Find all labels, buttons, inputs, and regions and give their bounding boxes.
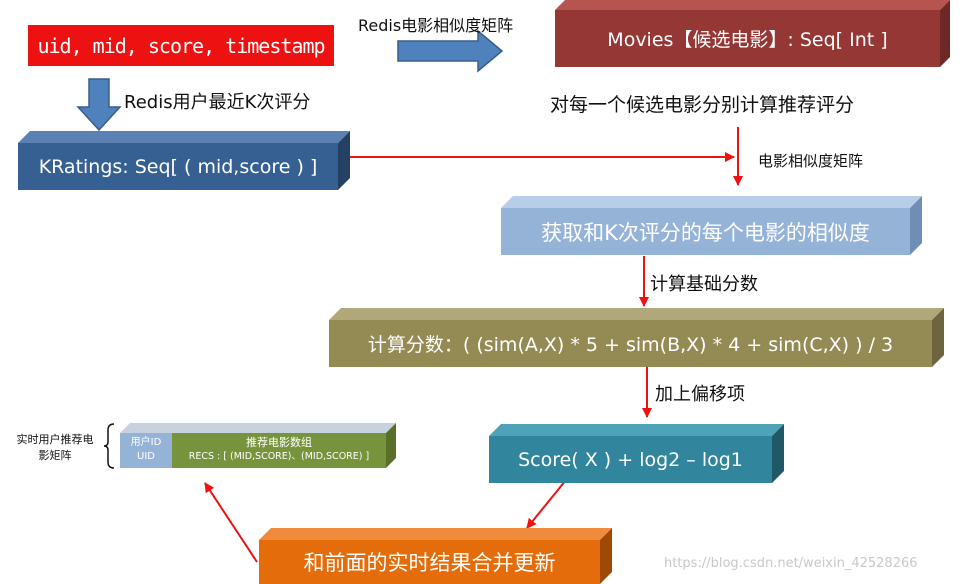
label-add-offset: 加上偏移项 bbox=[655, 384, 745, 405]
kratings-box: KRatings: Seq[ ( mid,score ) ] bbox=[18, 143, 338, 190]
uid-value: UID bbox=[137, 451, 155, 462]
arrow-merge-to-matrix bbox=[204, 482, 258, 563]
label-per-candidate: 对每一个候选电影分别计算推荐评分 bbox=[550, 94, 855, 116]
uid-header: 用户ID bbox=[130, 437, 162, 448]
matrix-side-label: 实时用户推荐电影矩阵 bbox=[16, 433, 94, 462]
brace-icon bbox=[103, 423, 115, 469]
candidates-box: Movies【候选电影】: Seq[ Int ] bbox=[555, 10, 940, 67]
block-arrow-right bbox=[397, 29, 504, 73]
label-redis-recent: Redis用户最近K次评分 bbox=[124, 92, 311, 113]
recs-header: 推荐电影数组 bbox=[246, 436, 312, 449]
arrow-score-to-merge bbox=[526, 479, 567, 529]
recs-cell: 推荐电影数组 RECS : [ (MID,SCORE)、(MID,SCORE) … bbox=[172, 433, 386, 468]
score-box: Score( X ) + log2 – log1 bbox=[489, 436, 772, 483]
merge-box: 和前面的实时结果合并更新 bbox=[259, 540, 600, 584]
watermark: https://blog.csdn.net/weixin_42528266 bbox=[664, 556, 918, 571]
label-sim-matrix: 电影相似度矩阵 bbox=[758, 152, 864, 170]
input-fields-box: uid, mid, score, timestamp bbox=[28, 25, 334, 66]
uid-cell: 用户ID UID bbox=[120, 433, 172, 468]
compute-box: 计算分数：( (sim(A,X) * 5 + sim(B,X) * 4 + si… bbox=[329, 320, 932, 367]
block-arrow-down bbox=[76, 78, 122, 132]
label-redis-similarity: Redis电影相似度矩阵 bbox=[358, 16, 514, 35]
similarity-box: 获取和K次评分的每个电影的相似度 bbox=[501, 208, 910, 255]
recs-value: RECS : [ (MID,SCORE)、(MID,SCORE) ] bbox=[188, 451, 370, 462]
label-base-score: 计算基础分数 bbox=[650, 274, 758, 295]
